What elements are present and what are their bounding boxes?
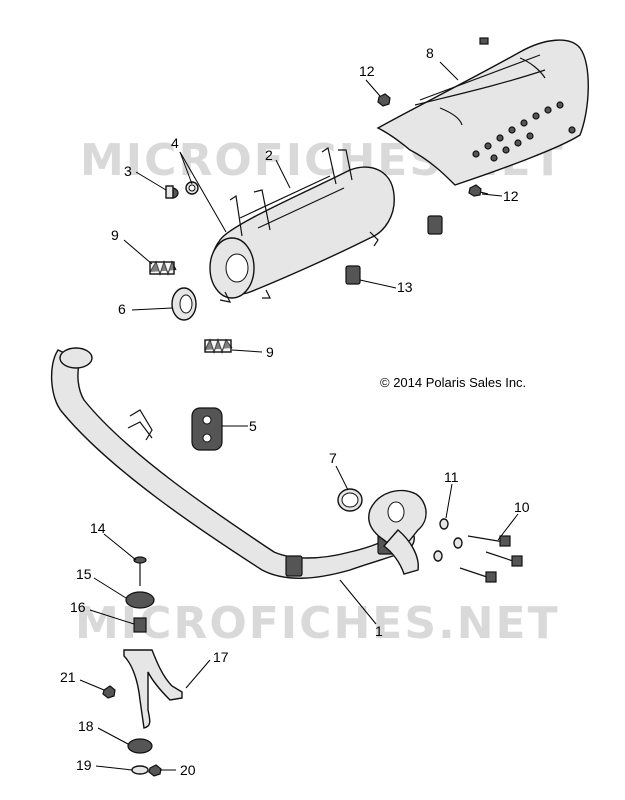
grommet-13-bottom — [345, 265, 361, 285]
washer-11 — [433, 518, 463, 562]
spring-9-bottom — [204, 338, 233, 354]
callout-17: 17 — [213, 649, 229, 665]
copyright-notice: © 2014 Polaris Sales Inc. — [380, 375, 526, 390]
callout-8: 8 — [426, 45, 434, 61]
callout-12-right: 12 — [503, 188, 519, 204]
callout-4: 4 — [171, 135, 179, 151]
heat-shield — [376, 37, 589, 186]
nut-12-top — [377, 93, 391, 107]
gasket-7 — [337, 488, 363, 512]
callout-21: 21 — [60, 669, 76, 685]
callout-15: 15 — [76, 566, 92, 582]
flange — [368, 489, 427, 575]
callout-20: 20 — [180, 762, 196, 778]
callout-9-bottom: 9 — [266, 344, 274, 360]
callout-10: 10 — [514, 499, 530, 515]
callout-16: 16 — [70, 599, 86, 615]
grommet-13-top — [427, 215, 443, 235]
callout-9-top: 9 — [111, 227, 119, 243]
callout-2: 2 — [265, 147, 273, 163]
callout-1: 1 — [375, 623, 383, 639]
isolator-5 — [191, 407, 223, 451]
head-pipe — [50, 347, 415, 579]
spring-9-top — [149, 260, 177, 276]
callout-19: 19 — [76, 757, 92, 773]
muffler — [209, 147, 395, 303]
callout-14: 14 — [90, 520, 106, 536]
o-ring-4 — [185, 181, 199, 195]
callout-5: 5 — [249, 418, 257, 434]
plug-3 — [165, 185, 179, 199]
callout-3: 3 — [124, 163, 132, 179]
watermark-bottom: MICROFICHES.NET — [75, 598, 560, 649]
callout-6: 6 — [118, 301, 126, 317]
bolt-10 — [459, 535, 523, 583]
callout-11: 11 — [444, 469, 459, 485]
callout-7: 7 — [329, 450, 337, 466]
callout-12-top: 12 — [359, 63, 375, 79]
screw-12-right — [468, 184, 489, 197]
mount-stack — [102, 556, 183, 777]
callout-13: 13 — [397, 279, 413, 295]
gasket-6 — [171, 287, 197, 321]
leader-lines — [79, 61, 519, 771]
callout-18: 18 — [78, 718, 94, 734]
